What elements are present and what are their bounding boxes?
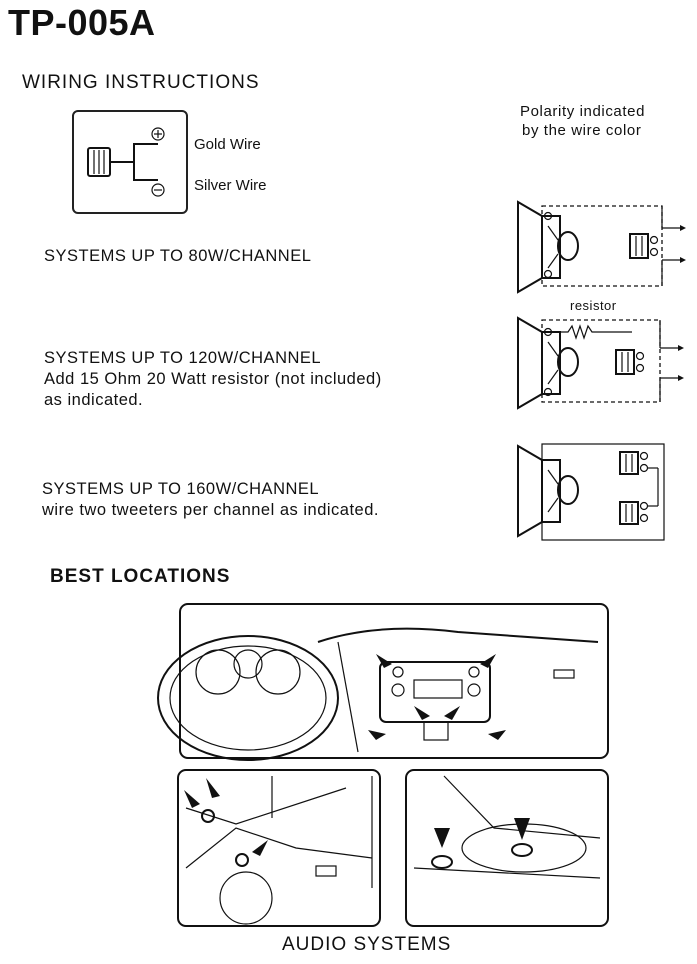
- dashboard-location-illustration: [157, 603, 609, 761]
- door-location-illustration: [177, 769, 381, 927]
- wiring-diagram-120w: [517, 316, 684, 410]
- system-160w-line-2: wire two tweeters per channel as indicat…: [42, 501, 379, 519]
- wiring-diagram-80w: [517, 200, 686, 294]
- system-80w: SYSTEMS UP TO 80W/CHANNEL: [44, 246, 311, 267]
- wiring-diagram-160w: [517, 443, 665, 541]
- best-locations-heading: BEST LOCATIONS: [50, 566, 231, 587]
- rear-deck-location-illustration: [405, 769, 609, 927]
- polarity-note: Polarity indicated by the wire color: [520, 102, 645, 140]
- wire-diagram-box: [72, 110, 188, 214]
- audio-systems-footer: AUDIO SYSTEMS: [282, 934, 452, 955]
- system-80w-line-1: SYSTEMS UP TO 80W/CHANNEL: [44, 247, 312, 265]
- polarity-note-line-2: by the wire color: [522, 122, 642, 139]
- polarity-note-line-1: Polarity indicated: [520, 103, 646, 120]
- system-120w-line-1: SYSTEMS UP TO 120W/CHANNEL: [44, 349, 322, 367]
- system-120w-line-3: as indicated.: [44, 391, 144, 409]
- system-160w: SYSTEMS UP TO 160W/CHANNEL wire two twee…: [42, 479, 379, 521]
- system-120w-line-2: Add 15 Ohm 20 Watt resistor (not include…: [44, 370, 382, 388]
- gold-wire-label: Gold Wire: [194, 136, 261, 153]
- silver-wire-label: Silver Wire: [194, 177, 267, 194]
- system-120w: SYSTEMS UP TO 120W/CHANNEL Add 15 Ohm 20…: [44, 348, 382, 411]
- wire-diagram-icon: [87, 127, 165, 197]
- wiring-instructions-heading: WIRING INSTRUCTIONS: [22, 72, 260, 93]
- model-title: TP-005A: [8, 2, 156, 43]
- resistor-label: resistor: [570, 298, 617, 313]
- system-160w-line-1: SYSTEMS UP TO 160W/CHANNEL: [42, 480, 320, 498]
